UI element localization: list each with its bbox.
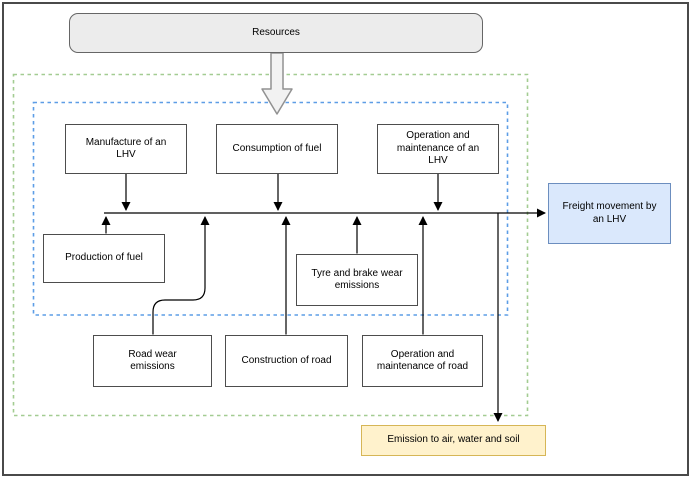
node-production-fuel-label: Production of fuel <box>65 252 143 264</box>
node-construction-road: Construction of road <box>225 335 348 387</box>
node-operation-maintenance-road: Operation and maintenance of road <box>362 335 483 387</box>
node-tyre-brake-wear: Tyre and brake wear emissions <box>296 254 418 306</box>
node-manufacture-lhv-label: Manufacture of an LHV <box>85 136 167 161</box>
node-operation-maintenance-lhv: Operation and maintenance of an LHV <box>377 124 499 174</box>
node-consumption-fuel: Consumption of fuel <box>216 124 338 174</box>
node-production-fuel: Production of fuel <box>43 234 165 283</box>
connector-road-wear-to-line <box>152 216 210 335</box>
node-resources-label: Resources <box>252 26 300 38</box>
node-road-wear-label: Road wear emissions <box>128 348 177 373</box>
node-freight-movement-label: Freight movement by an LHV <box>562 201 657 225</box>
node-freight-movement: Freight movement by an LHV <box>548 183 671 244</box>
node-resources: Resources <box>69 13 483 53</box>
node-manufacture-lhv: Manufacture of an LHV <box>65 124 187 174</box>
node-operation-maintenance-road-label: Operation and maintenance of road <box>376 348 469 373</box>
node-construction-road-label: Construction of road <box>241 354 332 366</box>
node-emission-label: Emission to air, water and soil <box>387 434 520 446</box>
node-tyre-brake-wear-label: Tyre and brake wear emissions <box>311 267 403 292</box>
node-road-wear: Road wear emissions <box>93 335 212 387</box>
node-consumption-fuel-label: Consumption of fuel <box>232 142 322 154</box>
node-emission: Emission to air, water and soil <box>361 425 546 456</box>
node-operation-maintenance-lhv-label: Operation and maintenance of an LHV <box>396 130 480 167</box>
flow-arrow-icon <box>261 52 293 115</box>
